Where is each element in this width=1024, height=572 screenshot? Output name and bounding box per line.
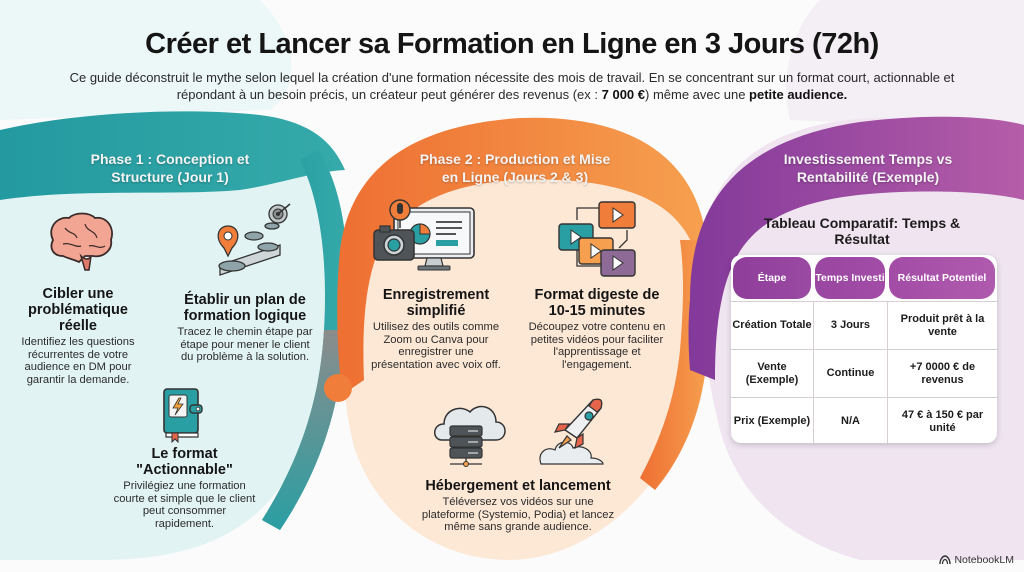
- subtitle-text: ) même avec une: [645, 87, 750, 102]
- table-cell: Vente (Exemple): [731, 349, 813, 397]
- item-title: Le format "Actionnable": [136, 446, 233, 478]
- recording-setup-icon: [373, 199, 475, 271]
- table-cell: Prix (Exemple): [731, 397, 813, 443]
- page-subtitle: Ce guide déconstruit le mythe selon lequ…: [62, 69, 962, 103]
- notebooklm-brand: NotebookLM: [939, 554, 1014, 566]
- video-clips-icon: [558, 201, 636, 277]
- subtitle-amount: 7 000 €: [601, 87, 645, 102]
- roadmap-target-icon: [217, 203, 291, 276]
- phase1-title: Phase 1 : Conception et Structure (Jour …: [90, 151, 250, 185]
- table-cell: Produit prêt à la vente: [887, 301, 997, 349]
- subtitle-emphasis: petite audience.: [749, 87, 848, 102]
- item-title: Établir un plan de formation logique: [183, 292, 307, 324]
- table-cell: Continue: [813, 349, 887, 397]
- table-cell: Création Totale: [731, 301, 813, 349]
- phase1-item-problem: Cibler une problématique réelle Identifi…: [18, 286, 138, 386]
- header: Créer et Lancer sa Formation en Ligne en…: [0, 28, 1024, 103]
- item-title: Hébergement et lancement: [425, 478, 611, 494]
- table-header-result: Résultat Potentiel: [889, 257, 995, 299]
- table-cell: 3 Jours: [813, 301, 887, 349]
- page-title: Créer et Lancer sa Formation en Ligne en…: [145, 28, 879, 60]
- phase2-title: Phase 2 : Production et Mise en Ligne (J…: [419, 151, 611, 185]
- item-text: Identifiez les questions récurrentes de …: [21, 336, 135, 386]
- phase1-item-format: Le format "Actionnable" Privilégiez une …: [112, 446, 257, 530]
- notebook-lightning-icon: [163, 388, 203, 443]
- item-title: Enregistrement simplifié: [382, 287, 490, 319]
- phase2-item-recording: Enregistrement simplifié Utilisez des ou…: [370, 287, 502, 371]
- rocket-launch-icon: [539, 398, 604, 465]
- table-cell: N/A: [813, 397, 887, 443]
- table-cell: +7 0000 € de revenus: [887, 349, 997, 397]
- notebooklm-logo-icon: [939, 555, 952, 565]
- table-cell: 47 € à 150 € par unité: [887, 397, 997, 443]
- brand-label: NotebookLM: [954, 554, 1014, 566]
- table-header-time: Temps Investi: [815, 257, 885, 299]
- phase2-item-hosting: Hébergement et lancement Téléversez vos …: [418, 478, 618, 534]
- item-text: Tracez le chemin étape par étape pour me…: [177, 326, 313, 363]
- item-title: Cibler une problématique réelle: [28, 286, 128, 334]
- subtitle-text: Ce guide déconstruit le mythe selon lequ…: [69, 70, 955, 102]
- item-text: Téléversez vos vidéos sur une plateforme…: [421, 496, 615, 533]
- comparison-table: Étape Temps Investi Résultat Potentiel C…: [731, 255, 997, 443]
- item-text: Privilégiez une formation courte et simp…: [113, 480, 256, 530]
- table-title: Tableau Comparatif: Temps & Résultat: [763, 215, 961, 247]
- item-title: Format digeste de 10-15 minutes: [534, 287, 660, 319]
- item-text: Utilisez des outils comme Zoom ou Canva …: [371, 321, 501, 371]
- phase3-title: Investissement Temps vs Rentabilité (Exe…: [783, 151, 953, 185]
- item-text: Découpez votre contenu en petites vidéos…: [528, 321, 666, 371]
- table-header-step: Étape: [733, 257, 811, 299]
- brain-icon: [50, 212, 113, 271]
- phase1-item-plan: Établir un plan de formation logique Tra…: [175, 292, 315, 364]
- cloud-server-icon: [434, 405, 506, 467]
- phase2-item-format: Format digeste de 10-15 minutes Découpez…: [527, 287, 667, 371]
